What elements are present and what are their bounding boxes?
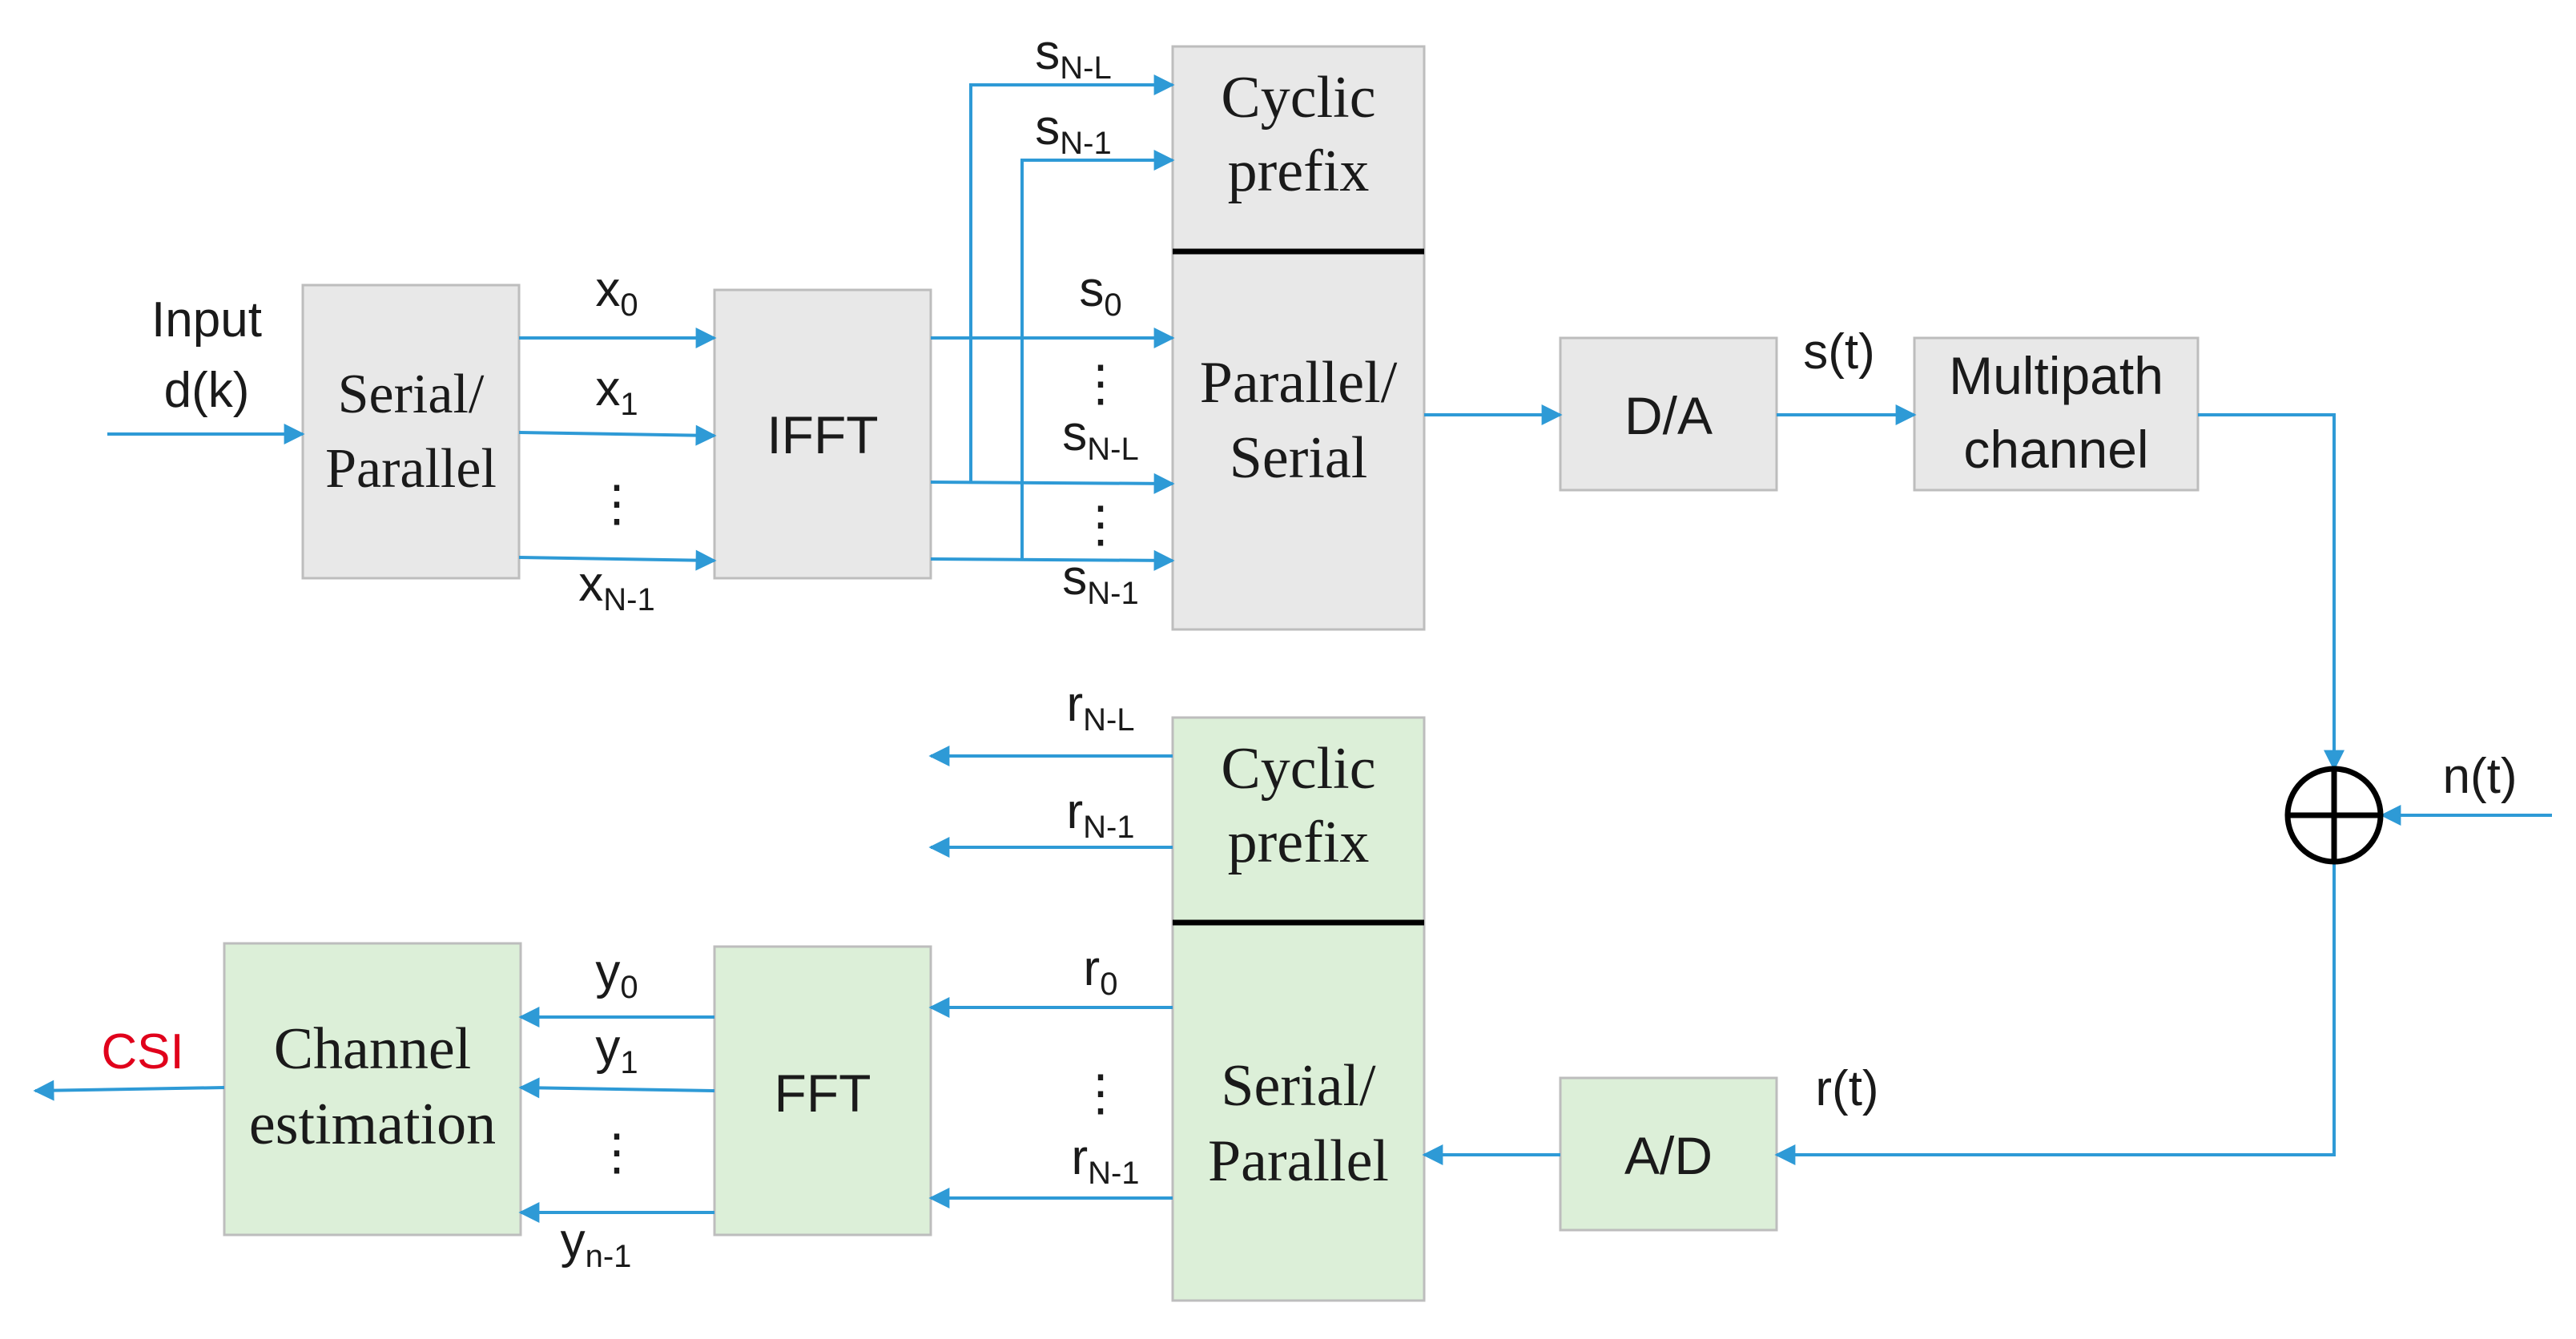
- ce-label-2: estimation: [249, 1092, 496, 1157]
- channel-to-adder-arrow: [2198, 413, 2345, 771]
- x0-label: x0: [595, 262, 638, 323]
- xn1-arrow: [518, 549, 717, 571]
- da-label: D/A: [1624, 386, 1713, 445]
- tx-sp-label-2: Parallel: [325, 438, 497, 500]
- rx-cp-label-2: prefix: [1228, 810, 1370, 875]
- input-label-1: Input: [151, 292, 262, 348]
- nt-label: n(t): [2443, 749, 2518, 804]
- sn1-label: sN-1: [1062, 550, 1138, 611]
- rnl-label: rN-L: [1066, 677, 1134, 738]
- tx-arrows: [107, 74, 2552, 1165]
- snl-arrow: [930, 472, 1175, 494]
- r0-label: r0: [1084, 941, 1118, 1002]
- ad-block: [1559, 1076, 1778, 1232]
- snl-top-label: sN-L: [1035, 25, 1111, 86]
- fft-label: FFT: [775, 1064, 871, 1123]
- rx-sp-label-2: Parallel: [1208, 1128, 1389, 1194]
- xn1-label: xN-1: [578, 557, 654, 617]
- x1-arrow: [518, 424, 717, 446]
- rt-label: r(t): [1815, 1061, 1878, 1116]
- channel-estimation-block: [223, 942, 522, 1236]
- s-ellipsis-2: ⋮: [1076, 497, 1125, 553]
- y1-arrow: [518, 1077, 715, 1099]
- channel-label-2: channel: [1963, 420, 2148, 479]
- x-ellipsis: ⋮: [592, 476, 642, 532]
- s0-label: s0: [1079, 262, 1121, 323]
- sn1-arrow: [930, 549, 1175, 571]
- csi-label: CSI: [101, 1024, 183, 1080]
- rx-serial-parallel-block: [1171, 921, 1426, 1302]
- adder-symbol: [2284, 766, 2384, 865]
- cp-copy-n1-arrow: [1020, 150, 1175, 559]
- ifft-block: [713, 288, 932, 580]
- tx-cp-label-2: prefix: [1228, 139, 1370, 204]
- tx-serial-parallel-block: [301, 283, 521, 580]
- tx-sp-label-1: Serial/: [338, 364, 485, 425]
- ce-label-1: Channel: [274, 1016, 472, 1082]
- y-ellipsis: ⋮: [592, 1125, 642, 1180]
- y1-label: y1: [595, 1019, 638, 1080]
- cp-copy-nl-arrow: [969, 74, 1175, 482]
- st-label: s(t): [1803, 324, 1875, 380]
- rn1-label: rN-1: [1071, 1130, 1139, 1191]
- rx-sp-label-1: Serial/: [1221, 1053, 1376, 1119]
- sn1-top-label: sN-1: [1035, 100, 1111, 161]
- channel-label-1: Multipath: [1949, 346, 2163, 405]
- fft-block: [713, 945, 932, 1236]
- snl-label: sN-L: [1062, 406, 1138, 467]
- ad-label: A/D: [1624, 1126, 1713, 1185]
- rn1-top-label: rN-1: [1066, 784, 1134, 845]
- input-label-2: d(k): [164, 363, 250, 418]
- rx-cp-label-1: Cyclic: [1221, 736, 1375, 802]
- x1-label: x1: [595, 361, 638, 422]
- adder-to-ad-arrow: [1774, 863, 2336, 1165]
- tx-cyclic-prefix-block: [1171, 45, 1426, 253]
- s-ellipsis-1: ⋮: [1076, 356, 1125, 412]
- csi-arrow: [33, 1080, 225, 1101]
- ifft-label: IFFT: [767, 405, 878, 464]
- rx-cyclic-prefix-block: [1171, 716, 1426, 924]
- ps-label-1: Parallel/: [1200, 350, 1398, 416]
- y0-label: y0: [595, 944, 638, 1005]
- yn1-label: yn-1: [561, 1213, 632, 1274]
- rx-arrows: [33, 746, 1560, 1223]
- tx-cp-label-1: Cyclic: [1221, 65, 1375, 131]
- r-ellipsis: ⋮: [1076, 1066, 1125, 1121]
- ps-label-2: Serial: [1230, 425, 1368, 491]
